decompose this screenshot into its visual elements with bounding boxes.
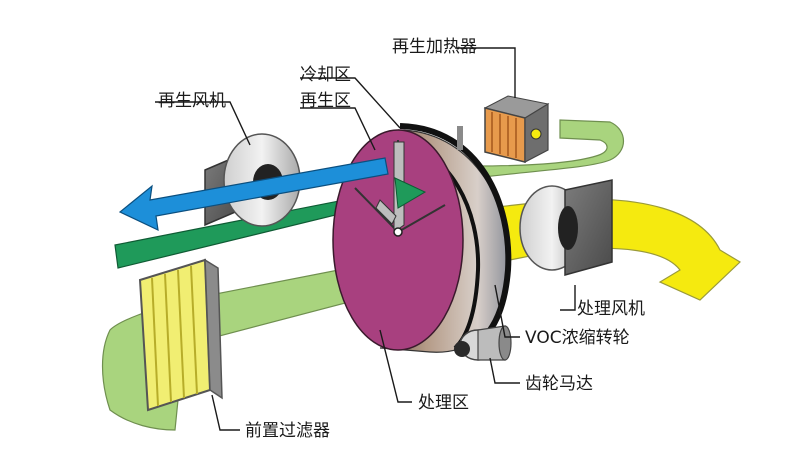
label-cooling-zone: 冷却区 — [300, 65, 351, 85]
leader-process-zone — [379, 329, 412, 403]
regen-air-arrowhead — [394, 177, 427, 209]
regen-inlet-duct — [474, 119, 625, 179]
label-regen-zone: 再生区 — [300, 91, 351, 111]
pre-filter — [138, 258, 223, 412]
wheel-face — [332, 129, 464, 351]
leader-cooling-zone — [300, 77, 401, 129]
leader-regen-zone — [300, 107, 376, 151]
label-process-fan: 处理风机 — [577, 299, 645, 319]
process-fan — [519, 179, 613, 276]
exhaust-air-arrow — [118, 157, 389, 232]
leader-regen-fan — [155, 101, 251, 146]
label-voc-wheel: VOC浓缩转轮 — [525, 328, 630, 348]
leader-pre-filter — [211, 394, 240, 431]
leader-process-fan — [560, 285, 576, 311]
leader-gear-motor — [489, 357, 520, 384]
regen-heater — [457, 95, 550, 163]
leader-regen-heater — [455, 47, 516, 98]
label-regen-fan: 再生风机 — [158, 91, 226, 111]
label-pre-filter: 前置过滤器 — [245, 421, 330, 441]
label-regen-heater: 再生加热器 — [392, 37, 477, 57]
leader-voc-wheel — [494, 284, 520, 338]
voc-concentrator-wheel — [332, 123, 512, 353]
label-process-zone: 处理区 — [418, 393, 469, 413]
label-gear-motor: 齿轮马达 — [525, 374, 593, 394]
gear-motor — [454, 325, 512, 361]
